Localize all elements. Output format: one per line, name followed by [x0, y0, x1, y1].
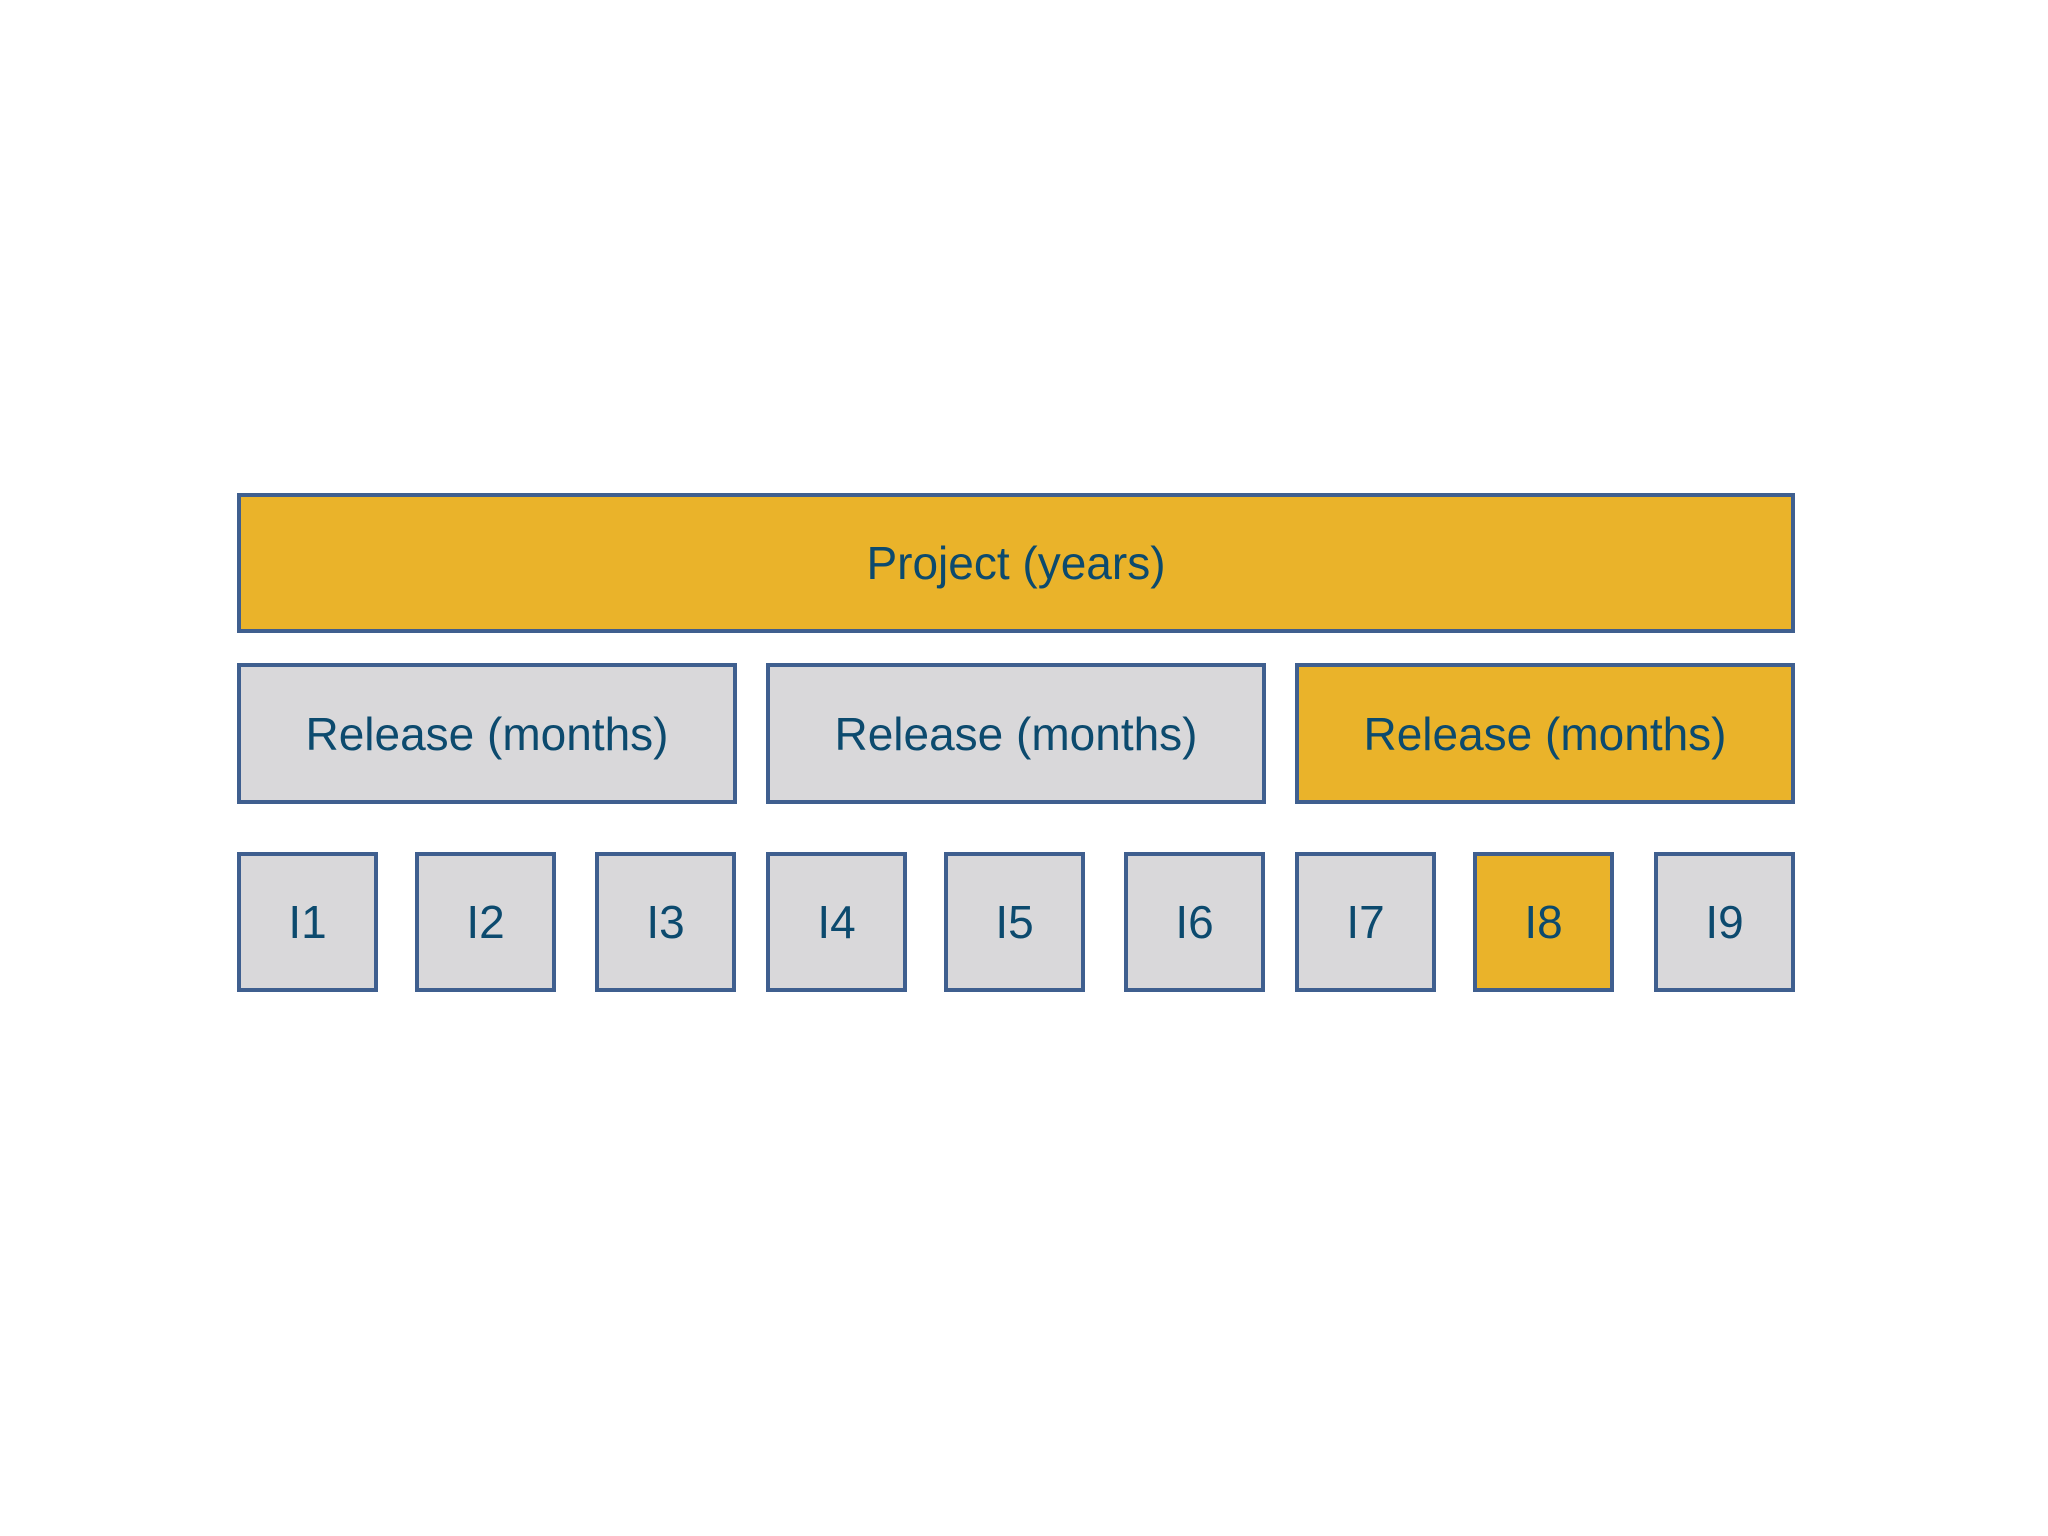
iteration-label-3: I3 — [646, 896, 685, 948]
iteration-label-4: I4 — [817, 896, 856, 948]
release-box-3: Release (months) — [1295, 663, 1795, 804]
iteration-box-1: I1 — [237, 852, 378, 992]
iteration-box-6: I6 — [1124, 852, 1265, 992]
release-box-1: Release (months) — [237, 663, 737, 804]
project-box: Project (years) — [237, 493, 1795, 633]
iteration-label-7: I7 — [1346, 896, 1385, 948]
release-box-2: Release (months) — [766, 663, 1266, 804]
iteration-label-2: I2 — [466, 896, 505, 948]
release-label-1: Release (months) — [305, 707, 669, 760]
iteration-label-5: I5 — [995, 896, 1034, 948]
iteration-box-2: I2 — [415, 852, 556, 992]
release-label-2: Release (months) — [834, 707, 1198, 760]
iteration-box-8: I8 — [1473, 852, 1614, 992]
release-label-3: Release (months) — [1363, 707, 1727, 760]
iteration-label-6: I6 — [1175, 896, 1214, 948]
iteration-box-5: I5 — [944, 852, 1085, 992]
iteration-box-4: I4 — [766, 852, 907, 992]
iteration-label-9: I9 — [1705, 896, 1744, 948]
iteration-box-9: I9 — [1654, 852, 1795, 992]
iteration-box-7: I7 — [1295, 852, 1436, 992]
iteration-label-1: I1 — [288, 896, 327, 948]
project-label: Project (years) — [866, 537, 1166, 589]
iteration-label-8: I8 — [1524, 896, 1563, 948]
iteration-box-3: I3 — [595, 852, 736, 992]
